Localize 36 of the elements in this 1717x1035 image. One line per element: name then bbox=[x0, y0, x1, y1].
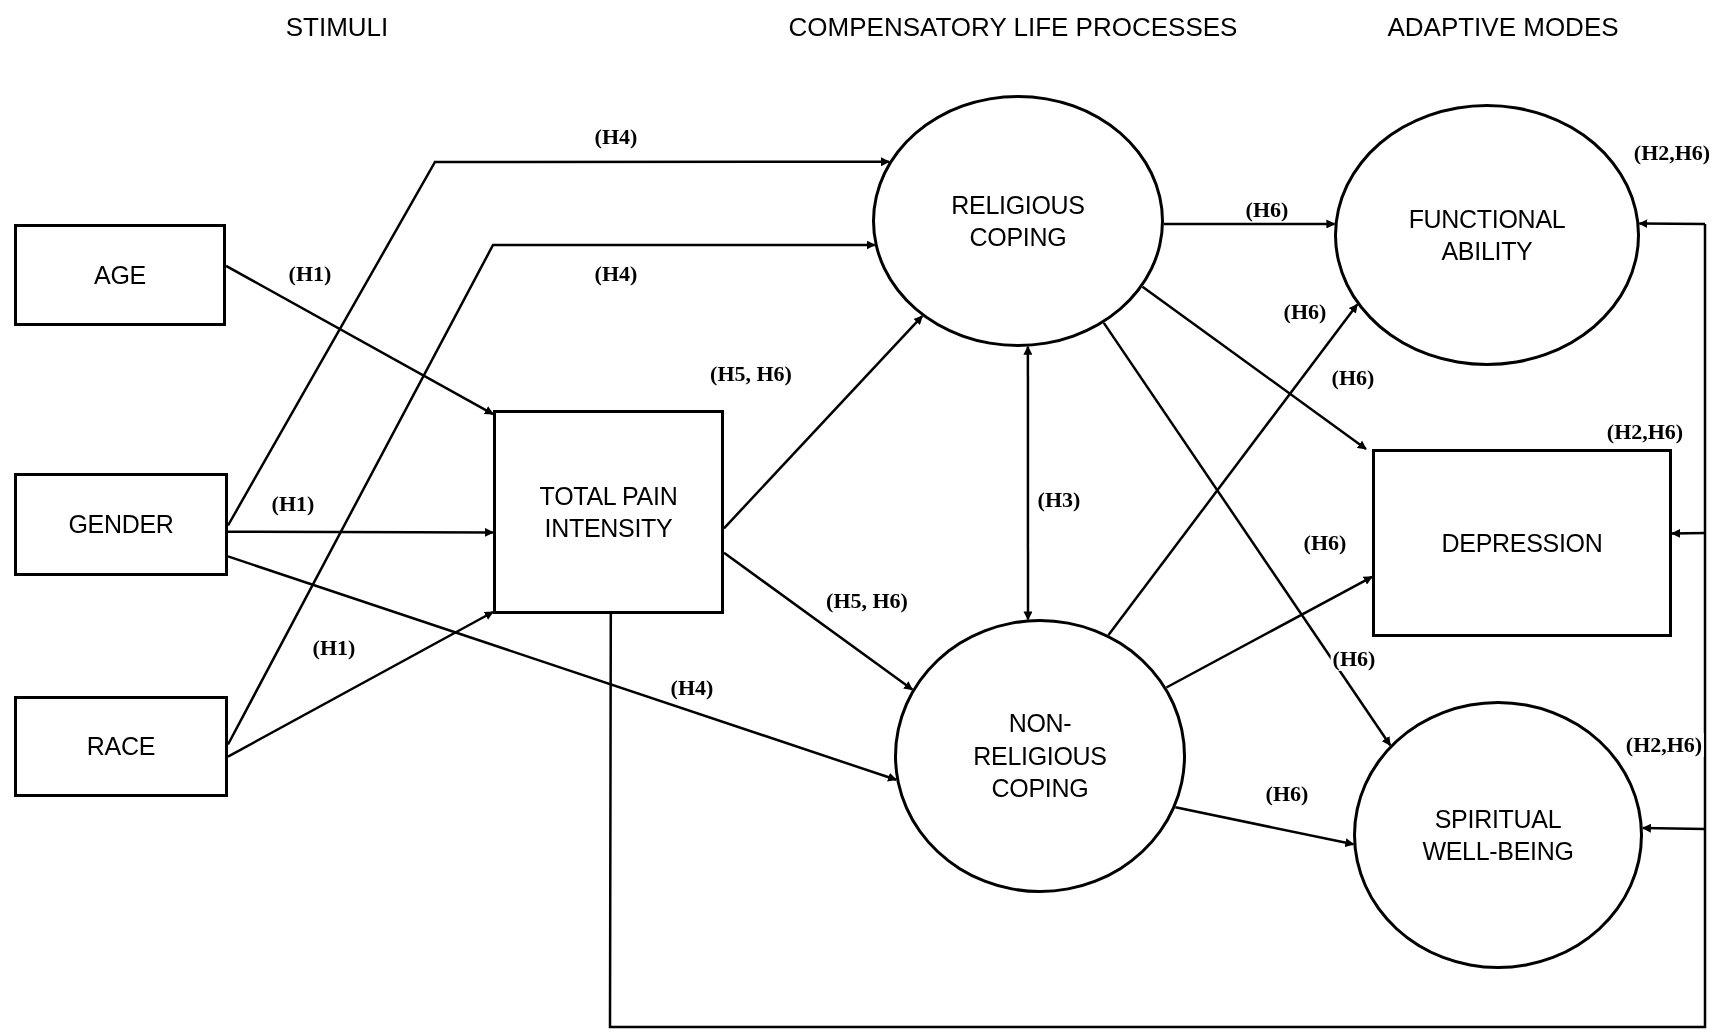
column-heading: COMPENSATORY LIFE PROCESSES bbox=[788, 11, 1238, 43]
arrow bbox=[225, 264, 494, 416]
arrow bbox=[226, 157, 890, 527]
arrow bbox=[226, 240, 876, 746]
column-heading: ADAPTIVE MODES bbox=[1387, 11, 1619, 43]
connector-line bbox=[608, 224, 1707, 1029]
arrow bbox=[1102, 322, 1392, 747]
arrow bbox=[227, 555, 898, 782]
node-label: FUNCTIONAL ABILITY bbox=[1407, 203, 1567, 267]
arrow bbox=[1671, 528, 1706, 538]
variable-box bbox=[493, 410, 724, 614]
node-label: GENDER bbox=[67, 509, 175, 541]
arrow bbox=[723, 315, 924, 530]
node-label: DEPRESSION bbox=[1440, 527, 1604, 559]
arrow bbox=[723, 551, 914, 691]
node-label: SPIRITUAL WELL-BEING bbox=[1421, 803, 1575, 867]
arrow bbox=[1638, 219, 1705, 229]
arrow bbox=[227, 610, 494, 758]
variable-box bbox=[14, 696, 228, 797]
variable-box bbox=[14, 473, 228, 576]
arrow bbox=[1175, 806, 1355, 848]
node-label: NON-RELIGIOUS COPING bbox=[972, 708, 1108, 805]
node-label: RELIGIOUS COPING bbox=[950, 189, 1086, 253]
arrow bbox=[228, 527, 494, 537]
edge-label: (H2,H6) bbox=[1623, 732, 1705, 758]
variable-box bbox=[1372, 449, 1672, 637]
arrow bbox=[1164, 219, 1336, 229]
arrow bbox=[1107, 303, 1359, 636]
arrow bbox=[1641, 823, 1706, 833]
column-heading: STIMULI bbox=[285, 11, 389, 43]
node-label: TOTAL PAIN INTENSITY bbox=[538, 480, 679, 544]
node-label: RACE bbox=[85, 731, 157, 763]
arrow bbox=[1023, 345, 1033, 621]
arrow bbox=[1165, 575, 1373, 689]
node-label: AGE bbox=[93, 259, 147, 291]
variable-box bbox=[14, 224, 226, 326]
